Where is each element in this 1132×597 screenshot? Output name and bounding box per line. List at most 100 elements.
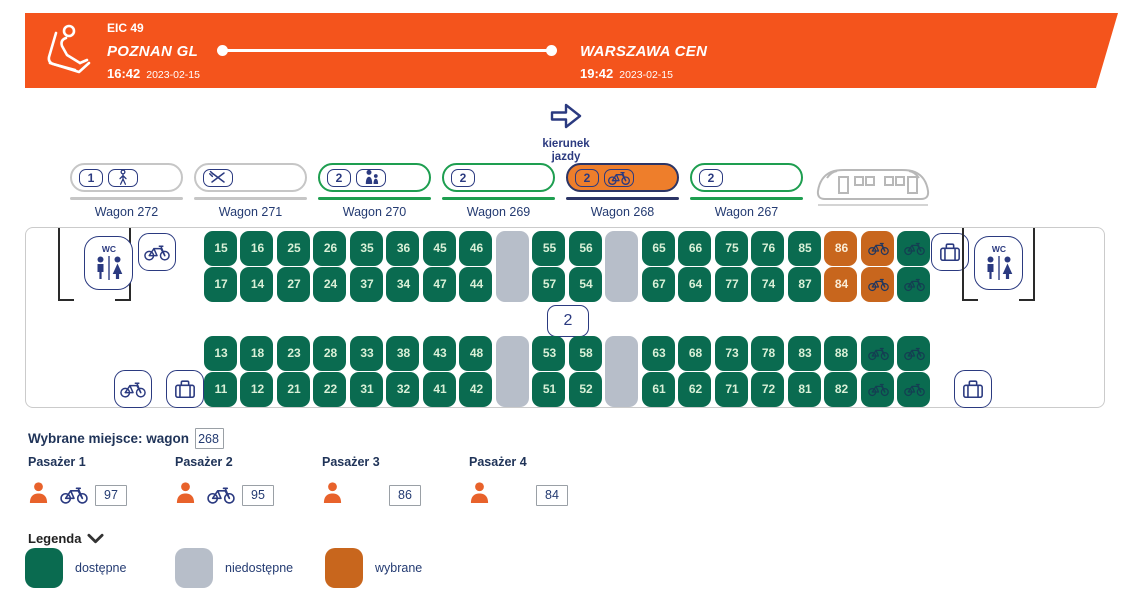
seat-62[interactable]: 62 [678, 371, 711, 407]
seat-67[interactable]: 67 [641, 266, 675, 302]
wagon-tab-button[interactable]: 2 [566, 163, 679, 192]
passenger-label: Pasażer 1 [28, 455, 86, 469]
seat-55[interactable]: 55 [532, 230, 565, 266]
seat-78[interactable]: 78 [751, 335, 784, 371]
seat-14[interactable]: 14 [240, 266, 273, 302]
seat-37[interactable]: 37 [349, 266, 383, 302]
seat-32[interactable]: 32 [386, 371, 419, 407]
seat-63[interactable]: 63 [641, 335, 675, 371]
seat-88[interactable]: 88 [824, 335, 857, 371]
seat-48[interactable]: 48 [459, 335, 492, 371]
seat-76[interactable]: 76 [751, 230, 784, 266]
seat-82[interactable]: 82 [824, 371, 857, 407]
seat-47[interactable]: 47 [422, 266, 456, 302]
bike-seat[interactable] [860, 371, 894, 407]
seat-87[interactable]: 87 [787, 266, 821, 302]
seat-44[interactable]: 44 [459, 266, 492, 302]
passenger-label: Pasażer 4 [469, 455, 527, 469]
origin-station: POZNAN GL [107, 43, 199, 60]
seat-17[interactable]: 17 [203, 266, 237, 302]
seat-38[interactable]: 38 [386, 335, 419, 371]
seat-35[interactable]: 35 [349, 230, 383, 266]
passenger-seat-input[interactable] [536, 484, 568, 506]
seat-74[interactable]: 74 [751, 266, 784, 302]
seat-13[interactable]: 13 [203, 335, 237, 371]
wagon-tab-button[interactable] [194, 163, 307, 192]
luggage-icon [166, 370, 204, 408]
blocked-area [495, 335, 529, 407]
route-line [221, 49, 553, 52]
seat-22[interactable]: 22 [313, 371, 346, 407]
passenger-icon [28, 481, 49, 509]
bike-seat[interactable] [897, 230, 930, 266]
seat-86[interactable]: 86 [824, 230, 857, 266]
seat-84[interactable]: 84 [824, 266, 857, 302]
bike-seat[interactable] [897, 335, 930, 371]
seat-58[interactable]: 58 [568, 335, 602, 371]
wagon-tab-label: Wagon 269 [466, 205, 531, 219]
seat-56[interactable]: 56 [568, 230, 602, 266]
legend-toggle[interactable]: Legenda [28, 531, 104, 546]
seat-18[interactable]: 18 [240, 335, 273, 371]
direction-label-line1: kierunek [542, 138, 590, 150]
passenger-seat-input[interactable] [242, 484, 274, 506]
seat-23[interactable]: 23 [276, 335, 310, 371]
seat-34[interactable]: 34 [386, 266, 419, 302]
selected-wagon-input[interactable] [195, 428, 225, 449]
seat-16[interactable]: 16 [240, 230, 273, 266]
seat-42[interactable]: 42 [459, 371, 492, 407]
seat-71[interactable]: 71 [714, 371, 748, 407]
seat-81[interactable]: 81 [787, 371, 821, 407]
legend: dostępne niedostępne wybrane [25, 548, 446, 588]
seat-27[interactable]: 27 [276, 266, 310, 302]
seat-68[interactable]: 68 [678, 335, 711, 371]
seat-85[interactable]: 85 [787, 230, 821, 266]
passenger-seat-input[interactable] [95, 484, 127, 506]
seat-52[interactable]: 52 [568, 371, 602, 407]
seat-53[interactable]: 53 [532, 335, 565, 371]
seat-25[interactable]: 25 [276, 230, 310, 266]
seat-33[interactable]: 33 [349, 335, 383, 371]
seat-75[interactable]: 75 [714, 230, 748, 266]
seat-43[interactable]: 43 [422, 335, 456, 371]
seat-28[interactable]: 28 [313, 335, 346, 371]
seat-65[interactable]: 65 [641, 230, 675, 266]
seat-26[interactable]: 26 [313, 230, 346, 266]
wagon-class-badge: 2 [547, 305, 589, 337]
passenger-4: Pasażer 4 [469, 455, 616, 508]
passenger-seat-input[interactable] [389, 484, 421, 506]
seat-31[interactable]: 31 [349, 371, 383, 407]
wagon-tab-button[interactable]: 2 [318, 163, 431, 192]
bike-seat[interactable] [860, 230, 894, 266]
seat-12[interactable]: 12 [240, 371, 273, 407]
wagon-tab-button[interactable]: 2 [442, 163, 555, 192]
bike-seat[interactable] [860, 335, 894, 371]
seat-61[interactable]: 61 [641, 371, 675, 407]
class-badge: 2 [327, 168, 351, 187]
seat-64[interactable]: 64 [678, 266, 711, 302]
bike-seat[interactable] [897, 371, 930, 407]
seat-66[interactable]: 66 [678, 230, 711, 266]
seat-45[interactable]: 45 [422, 230, 456, 266]
direction-label-line2: jazdy [551, 151, 581, 164]
wagon-tab-button[interactable]: 2 [690, 163, 803, 192]
seat-24[interactable]: 24 [313, 266, 346, 302]
bike-seat[interactable] [897, 266, 930, 302]
seat-21[interactable]: 21 [276, 371, 310, 407]
bike-seat[interactable] [860, 266, 894, 302]
seat-72[interactable]: 72 [751, 371, 784, 407]
wagon-tab-button[interactable]: 1 [70, 163, 183, 192]
seat-11[interactable]: 11 [203, 371, 237, 407]
seat-51[interactable]: 51 [532, 371, 565, 407]
seat-36[interactable]: 36 [386, 230, 419, 266]
seat-46[interactable]: 46 [459, 230, 492, 266]
seat-54[interactable]: 54 [568, 266, 602, 302]
seat-73[interactable]: 73 [714, 335, 748, 371]
seat-77[interactable]: 77 [714, 266, 748, 302]
seat-15[interactable]: 15 [203, 230, 237, 266]
seat-57[interactable]: 57 [532, 266, 565, 302]
seat-41[interactable]: 41 [422, 371, 456, 407]
seat-83[interactable]: 83 [787, 335, 821, 371]
